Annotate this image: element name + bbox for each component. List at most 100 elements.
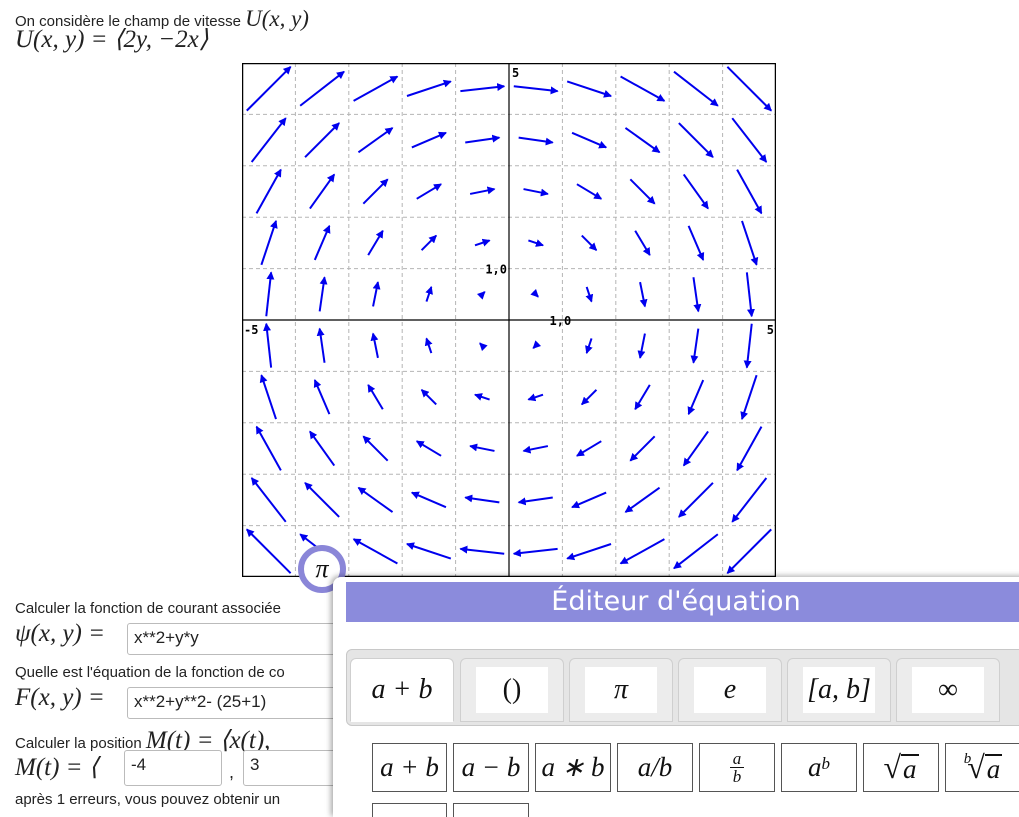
vector-arrow xyxy=(309,173,336,210)
key-sqrt-arg: a xyxy=(901,753,919,784)
vector-arrow xyxy=(736,426,763,472)
pi-glyph: π xyxy=(315,554,329,583)
vector-arrow xyxy=(682,173,709,210)
field-equation: U(x, y) = ⟨2y, −2x⟩ xyxy=(15,26,209,53)
vector-arrow xyxy=(528,239,544,247)
vector-arrow xyxy=(673,70,719,107)
vector-arrow xyxy=(571,131,608,149)
vector-arrow xyxy=(304,482,340,518)
key-power-exp: b xyxy=(821,753,831,773)
tab-intervals[interactable]: [a, b] xyxy=(787,658,891,722)
key-add-label: a + b xyxy=(380,752,439,782)
q3-x-input[interactable]: -4 xyxy=(124,750,222,786)
vector-arrow xyxy=(406,542,452,560)
vector-arrow xyxy=(416,183,442,200)
tab-parentheses[interactable]: () xyxy=(460,658,564,722)
vector-arrow xyxy=(362,178,389,205)
vector-arrow xyxy=(743,323,753,369)
vector-arrow xyxy=(726,66,772,112)
vector-arrow xyxy=(571,491,607,509)
vector-arrow xyxy=(620,75,666,102)
key-sqrt-sign: √ xyxy=(883,749,902,785)
tick-label-ymax: 5 xyxy=(512,66,519,80)
vector-arrow xyxy=(687,225,705,261)
tab-constants-pi[interactable]: π xyxy=(569,658,673,722)
vector-arrow xyxy=(581,389,598,406)
key-subtract[interactable]: a − b xyxy=(453,743,529,792)
vector-arrow xyxy=(370,332,379,359)
vector-arrow xyxy=(357,486,394,513)
key-power-base: a xyxy=(808,752,822,782)
vector-arrow xyxy=(313,224,331,261)
vector-arrow xyxy=(406,79,452,97)
key-fraction[interactable]: a b xyxy=(699,743,775,792)
vector-arrow xyxy=(255,425,282,471)
vector-arrow xyxy=(474,238,491,247)
vector-arrow xyxy=(512,547,558,557)
vector-arrow xyxy=(304,122,340,158)
key-divide[interactable]: a/b xyxy=(617,743,693,792)
vector-arrow xyxy=(357,127,394,154)
vector-arrow xyxy=(420,389,437,406)
vector-arrow xyxy=(566,543,612,561)
vector-arrow xyxy=(299,70,345,107)
vector-arrow xyxy=(740,374,758,420)
vector-arrow xyxy=(566,80,612,98)
vector-arrow xyxy=(246,528,292,574)
vector-arrow xyxy=(465,134,501,144)
vector-arrow xyxy=(624,127,661,154)
vector-arrow xyxy=(731,117,768,163)
q1-answer-input[interactable]: x**2+y*y xyxy=(127,623,367,655)
vector-arrow xyxy=(637,333,646,359)
vector-arrow xyxy=(250,477,287,523)
vector-arrow xyxy=(576,440,602,457)
vector-arrow xyxy=(576,183,603,200)
vector-arrow xyxy=(585,338,593,354)
vector-arrow xyxy=(692,277,702,313)
key-row2-2[interactable] xyxy=(453,803,529,817)
vector-arrow xyxy=(424,337,433,354)
vector-arrow xyxy=(263,322,273,368)
vector-arrow xyxy=(460,83,506,93)
key-multiply[interactable]: a ∗ b xyxy=(535,743,611,792)
tab-e-label: e xyxy=(694,667,766,713)
tab-constants-e[interactable]: e xyxy=(678,658,782,722)
q2-answer-input[interactable]: x**2+y**2- (25+1) xyxy=(127,687,367,719)
vector-arrow xyxy=(367,229,384,256)
tab-infinity[interactable]: ∞ xyxy=(896,658,1000,722)
vector-arrow xyxy=(318,276,328,312)
vector-arrow xyxy=(619,538,665,565)
key-nth-root[interactable]: b√a xyxy=(945,743,1019,792)
vector-arrow xyxy=(629,178,656,205)
key-row2-1[interactable] xyxy=(372,803,447,817)
q3-math: M(t) = ⟨x(t), xyxy=(145,727,271,754)
vector-arrow xyxy=(353,75,399,102)
editor-tabbar: a + b () π e [a, b] ∞ xyxy=(346,649,1019,726)
q1-label: ψ(x, y) = xyxy=(15,620,105,647)
vector-arrow xyxy=(316,327,326,363)
q3-line: Calculer la position M(t) = ⟨x(t), xyxy=(15,725,270,755)
vector-arrow xyxy=(673,533,719,570)
intro-line: On considère le champ de vitesse U(x, y) xyxy=(15,6,309,32)
pi-button[interactable]: π xyxy=(298,545,346,593)
vector-arrow xyxy=(629,435,656,462)
vector-arrow xyxy=(313,379,331,415)
vector-arrow xyxy=(687,379,705,416)
intro-math: U(x, y) xyxy=(245,6,309,31)
vector-arrow xyxy=(425,286,433,302)
key-add[interactable]: a + b xyxy=(372,743,447,792)
vector-arrow xyxy=(678,482,714,518)
key-sqrt[interactable]: √a xyxy=(863,743,939,792)
tab-operations[interactable]: a + b xyxy=(350,658,454,722)
vector-arrow xyxy=(246,66,292,112)
key-multiply-label: a ∗ b xyxy=(541,752,605,782)
tick-label-y1: 1,0 xyxy=(485,263,507,277)
vector-arrow xyxy=(690,328,700,364)
vector-arrow xyxy=(469,443,495,452)
plot-frame xyxy=(242,63,776,577)
equation-editor: Éditeur d'équation a + b () π e [a, b] ∞… xyxy=(333,577,1019,817)
vector-arrow xyxy=(581,234,598,251)
q3-text: Calculer la position xyxy=(15,735,146,752)
tick-label-xmax: 5 xyxy=(767,323,774,337)
